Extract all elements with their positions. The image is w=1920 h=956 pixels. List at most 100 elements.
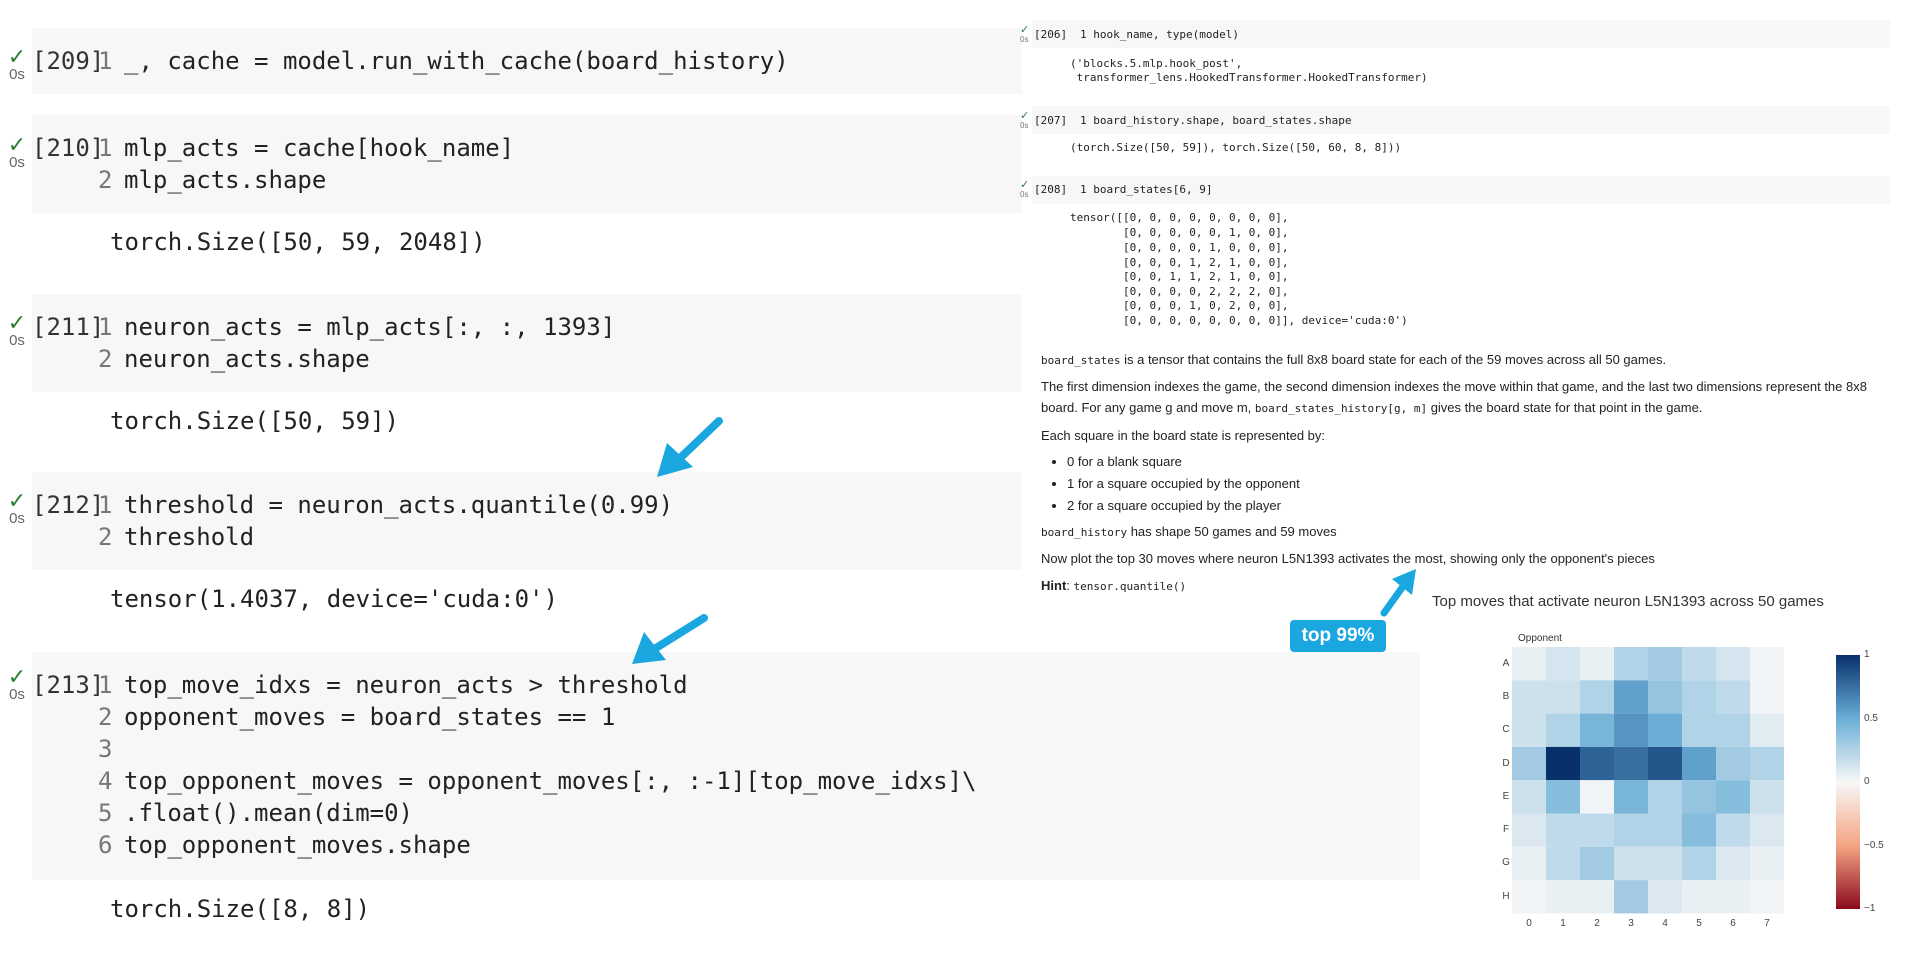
code-editor[interactable]: [1032, 20, 1890, 48]
checkmark-icon: ✓: [7, 664, 27, 689]
checkmark-icon: ✓: [1020, 179, 1030, 191]
cell-prompt: [207]: [1034, 114, 1068, 127]
heatmap-cell: [1512, 813, 1546, 847]
checkmark-icon: ✓: [7, 132, 27, 157]
heatmap-cell: [1614, 880, 1648, 914]
cell-output: [0, 0, 0, 1, 0, 2, 0, 0],: [1070, 299, 1289, 312]
col-label: 3: [1628, 918, 1634, 929]
cell-output: ('blocks.5.mlp.hook_post',: [1070, 57, 1243, 70]
arrow-icon: [632, 614, 708, 664]
heatmap-cell: [1546, 780, 1580, 814]
code-editor[interactable]: [32, 652, 1420, 880]
row-label: C: [1502, 724, 1510, 736]
heatmap-cell: [1614, 780, 1648, 814]
run-time: 0s: [9, 510, 25, 527]
arrow-icon: [1380, 569, 1416, 617]
heatmap-cell: [1648, 746, 1682, 781]
code-editor[interactable]: [32, 294, 1022, 392]
row-label: H: [1502, 890, 1510, 902]
cell-prompt: [208]: [1034, 183, 1068, 196]
heatmap-cell: [1750, 846, 1784, 881]
run-status[interactable]: ✓ 0s: [4, 312, 30, 350]
heatmap-cell: [1580, 813, 1614, 847]
heatmap-cell: [1512, 880, 1546, 914]
heatmap-cell: [1648, 647, 1682, 681]
colorbar-tick-label: 0: [1864, 776, 1870, 787]
heatmap-cell: [1648, 713, 1682, 747]
heatmap-cell: [1750, 746, 1784, 781]
run-time: 0s: [9, 66, 25, 83]
row-label: D: [1502, 757, 1510, 769]
heatmap-cell: [1546, 713, 1580, 747]
colorbar-tick-label: 0.5: [1864, 712, 1878, 724]
chart-title: Top moves that activate neuron L5N1393 a…: [1432, 593, 1824, 610]
run-status[interactable]: ✓0s: [1020, 179, 1030, 200]
heatmap-cell: [1682, 713, 1716, 747]
heatmap-cell: [1580, 647, 1614, 681]
heatmap-cell: [1716, 746, 1750, 781]
cell-output: (torch.Size([50, 59]), torch.Size([50, 6…: [1070, 141, 1402, 154]
heatmap-cell: [1512, 713, 1546, 747]
colorbar-tick-label: 1: [1864, 649, 1870, 660]
code-editor[interactable]: [1032, 176, 1890, 204]
run-status[interactable]: ✓ 0s: [4, 46, 30, 84]
checkmark-icon: ✓: [1020, 110, 1030, 122]
md-paragraph-1: board_states is a tensor that contains t…: [1041, 352, 1667, 367]
run-status[interactable]: ✓0s: [1020, 110, 1030, 131]
heatmap-cell: [1750, 713, 1784, 747]
heatmap-cell: [1546, 680, 1580, 714]
run-status[interactable]: ✓ 0s: [4, 132, 30, 172]
heatmap-cell: [1580, 846, 1614, 881]
md-paragraph-5: Now plot the top 30 moves where neuron L…: [1041, 551, 1655, 566]
cell-prompt: [209]: [32, 47, 105, 75]
code-editor[interactable]: [1032, 106, 1890, 134]
col-label: 2: [1594, 918, 1600, 929]
heatmap-cell: [1750, 780, 1784, 814]
heatmap-cell: [1682, 647, 1716, 681]
heatmap-cell: [1682, 680, 1716, 714]
code-line: 1 board_states[6, 9]: [1080, 183, 1213, 196]
run-status[interactable]: ✓0s: [1020, 24, 1030, 45]
heatmap-cell: [1716, 813, 1750, 847]
row-label: B: [1502, 690, 1510, 702]
code-editor[interactable]: [32, 115, 1022, 213]
col-label: 1: [1560, 918, 1566, 929]
cell-output: [0, 0, 0, 0, 1, 0, 0, 0],: [1070, 241, 1289, 254]
heatmap-cell: [1716, 680, 1750, 714]
row-label: E: [1502, 790, 1510, 802]
heatmap-cell: [1512, 746, 1546, 781]
cell-output: [0, 0, 0, 0, 0, 0, 0, 0]], device='cuda:…: [1070, 314, 1408, 327]
row-label: G: [1502, 857, 1510, 869]
colorbar-tick-label: −0.5: [1864, 839, 1884, 851]
cell-output: tensor(1.4037, device='cuda:0'): [110, 585, 558, 613]
code-line: 1 hook_name, type(model): [1080, 28, 1239, 41]
heatmap-cell: [1512, 647, 1546, 681]
heatmap-cell: [1648, 780, 1682, 814]
row-label: F: [1502, 824, 1510, 836]
annotation-badge: top 99%: [1290, 620, 1386, 652]
heatmap-cell: [1546, 846, 1580, 881]
col-label: 0: [1526, 918, 1532, 929]
cell-prompt: [212]: [32, 491, 105, 519]
heatmap-cell: [1580, 746, 1614, 781]
code-editor[interactable]: [32, 472, 1022, 570]
run-time: 0s: [1020, 190, 1029, 199]
colorbar: [1836, 655, 1860, 909]
cell-prompt: [210]: [32, 134, 105, 162]
heatmap-cell: [1614, 647, 1648, 681]
heatmap-cell: [1682, 780, 1716, 814]
heatmap-cell: [1648, 880, 1682, 914]
list-item: 0 for a blank square: [1067, 451, 1300, 473]
run-status[interactable]: ✓ 0s: [4, 664, 30, 704]
code-line: 3: [98, 735, 113, 763]
checkmark-icon: ✓: [1020, 24, 1030, 36]
md-paragraph-2a: The first dimension indexes the game, th…: [1041, 379, 1867, 394]
run-status[interactable]: ✓ 0s: [4, 488, 30, 528]
list-item: 1 for a square occupied by the opponent: [1067, 473, 1300, 495]
checkmark-icon: ✓: [7, 488, 27, 513]
heatmap-cell: [1716, 846, 1750, 881]
cell-output: [0, 0, 1, 1, 2, 1, 0, 0],: [1070, 270, 1289, 283]
code-editor[interactable]: [32, 28, 1022, 94]
